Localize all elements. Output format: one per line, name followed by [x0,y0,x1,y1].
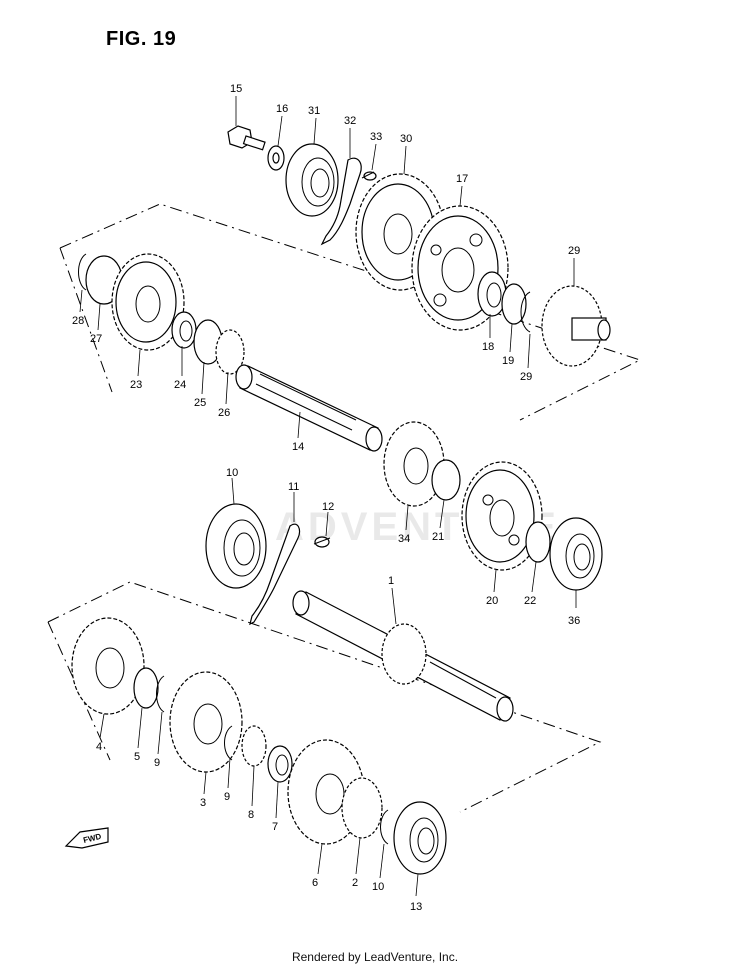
callout-34: 32 [344,115,356,127]
part-15-countershaft [235,364,383,452]
part-19-bushing [477,271,507,317]
callout-3: 3 [200,797,206,809]
callout-31: 34 [398,533,410,545]
callout-24: 23 [130,379,142,391]
callout-5: 5 [134,751,140,763]
callout-13: 12 [322,501,334,513]
part-27-splined-washer [215,329,245,375]
callout-6: 6 [312,877,318,889]
part-17-washer [267,145,285,171]
part-24-gear [111,253,185,351]
part-22-bushing [431,459,461,501]
callout-18: 17 [456,173,468,185]
callout-7: 7 [272,821,278,833]
callout-1: 1 [388,575,394,587]
part-12-retainer-plate [249,523,301,626]
part-5-washer [133,667,159,709]
part-10-circlip [380,809,389,845]
callout-21: 20 [486,595,498,607]
callout-labels: 15 16 31 32 33 30 17 29 28 27 23 24 25 2… [72,83,580,913]
callout-15: 14 [292,441,304,453]
part-35-screw [361,171,377,181]
footer-credit: Rendered by LeadVenture, Inc. [291,950,459,964]
part-36-bearing [549,517,603,591]
part-16-bolt [227,125,266,151]
part-20-washer [501,283,527,325]
callout-36: 36 [568,615,580,627]
callout-17: 16 [276,103,288,115]
figure-title: FIG. 19 [106,28,177,50]
part-14-bearing [393,801,447,875]
part-9-circlip-upper [156,675,165,713]
callout-9-upper: 9 [154,757,160,769]
callout-19: 18 [482,341,494,353]
countershaft-group-outline-left [59,247,113,393]
callout-23: 22 [524,595,536,607]
callout-27: 26 [218,407,230,419]
callout-29-left: 28 [72,315,84,327]
callout-28: 27 [90,333,102,345]
callout-4: 4 [96,741,102,753]
fwd-arrow-icon: FWD [64,827,109,849]
part-13-screw [313,536,331,548]
part-34-retainer-plate [320,157,362,246]
part-21-gear [461,461,543,571]
callout-11: 10 [226,467,238,479]
callout-29-right: 29 [520,371,532,383]
callout-22: 21 [432,531,444,543]
callout-10: 10 [372,881,384,893]
callout-25: 24 [174,379,186,391]
part-23-washer [525,521,551,563]
fwd-label: FWD [82,832,102,845]
part-1-main-shaft [292,590,514,722]
callout-2: 2 [352,877,358,889]
callout-14: 13 [410,901,422,913]
part-7-bushing [267,745,293,783]
part-4-gear [71,617,145,715]
part-29-circlip-right [520,291,531,333]
part-29-circlip-left [78,253,87,291]
callout-33: 31 [308,105,320,117]
part-3-gear [169,671,243,773]
callout-20: 19 [502,355,514,367]
part-30-gear [541,285,611,367]
mainshaft-group-outline [47,581,602,813]
callout-35: 33 [370,131,382,143]
callout-9-lower: 9 [224,791,230,803]
callout-16: 15 [230,83,242,95]
part-33-bearing [285,143,339,217]
part-2-gear [341,777,383,839]
callout-32: 30 [400,133,412,145]
part-8-splined-washer [241,725,267,767]
callout-30: 29 [568,245,580,257]
callout-26: 25 [194,397,206,409]
callout-8: 8 [248,809,254,821]
leader-lines [79,96,577,897]
part-11-bearing [205,503,267,589]
callout-12: 11 [288,481,299,493]
part-25-bushing [171,311,197,349]
